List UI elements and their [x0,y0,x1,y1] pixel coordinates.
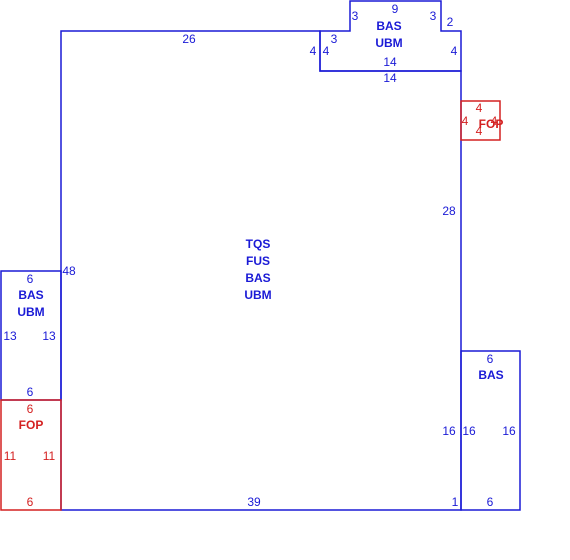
fop-right-label: FOP [479,117,504,131]
left-bas-label-1: BAS [18,288,43,302]
main-room-label-2: FUS [246,254,270,268]
left-fop-left-dim: 11 [4,449,17,463]
top-notch-label-1: BAS [376,19,401,33]
left-bas-bottom-dim: 6 [27,385,34,399]
top-notch-bottom-inner-dim: 14 [383,55,397,69]
left-bas-label-2: UBM [17,305,44,319]
top-notch-top-dim: 9 [392,2,399,16]
top-notch-outline [319,0,462,72]
top-notch-right-dim: 4 [451,44,458,58]
left-bas-right-dim: 13 [42,329,56,343]
main-room-label-4: UBM [244,288,271,302]
left-fop-top-dim: 6 [27,402,34,416]
right-bas-left-dim: 16 [462,424,476,438]
top-notch-left-inner-dim: 4 [323,44,330,58]
left-bas-top-dim: 6 [27,272,34,286]
top-notch-right-upper-dim: 3 [430,9,437,23]
right-bas-bottom-dim: 6 [487,495,494,509]
fop-right-left-dim: 4 [462,114,469,128]
main-room-label-3: BAS [245,271,270,285]
fop-right-top-dim: 4 [476,101,483,115]
right-bas-top-dim: 6 [487,352,494,366]
right-bas-right-dim: 16 [502,424,516,438]
left-fop-bottom-dim: 6 [27,495,34,509]
top-notch-label-2: UBM [375,36,402,50]
main-room-left-dim: 48 [62,264,76,278]
main-room-bottom-dim: 39 [247,495,261,509]
top-notch-bottom-outer-dim: 14 [383,71,397,85]
left-bas-left-dim: 13 [3,329,17,343]
top-notch-step-left-dim: 3 [331,32,338,46]
left-fop-outline [0,399,62,511]
top-notch-outer-right-dim: 2 [447,15,454,29]
main-room-right-lower-dim: 16 [442,424,456,438]
left-fop-right-dim: 11 [43,449,56,463]
fop-right-right-dim: 4 [491,114,498,128]
left-fop-label: FOP [19,418,44,432]
main-room-label-1: TQS [246,237,271,251]
top-notch-left-outer-dim: 4 [310,44,317,58]
fop-right-outline [460,100,501,141]
fop-right-bottom-dim: 4 [476,124,483,138]
main-room-top-dim: 26 [182,32,196,46]
top-notch-left-upper-dim: 3 [352,9,359,23]
main-room-right-upper-dim: 28 [442,204,456,218]
right-bas-outline [460,350,521,511]
right-bas-label: BAS [478,368,503,382]
main-room-corner-dim: 1 [452,495,459,509]
